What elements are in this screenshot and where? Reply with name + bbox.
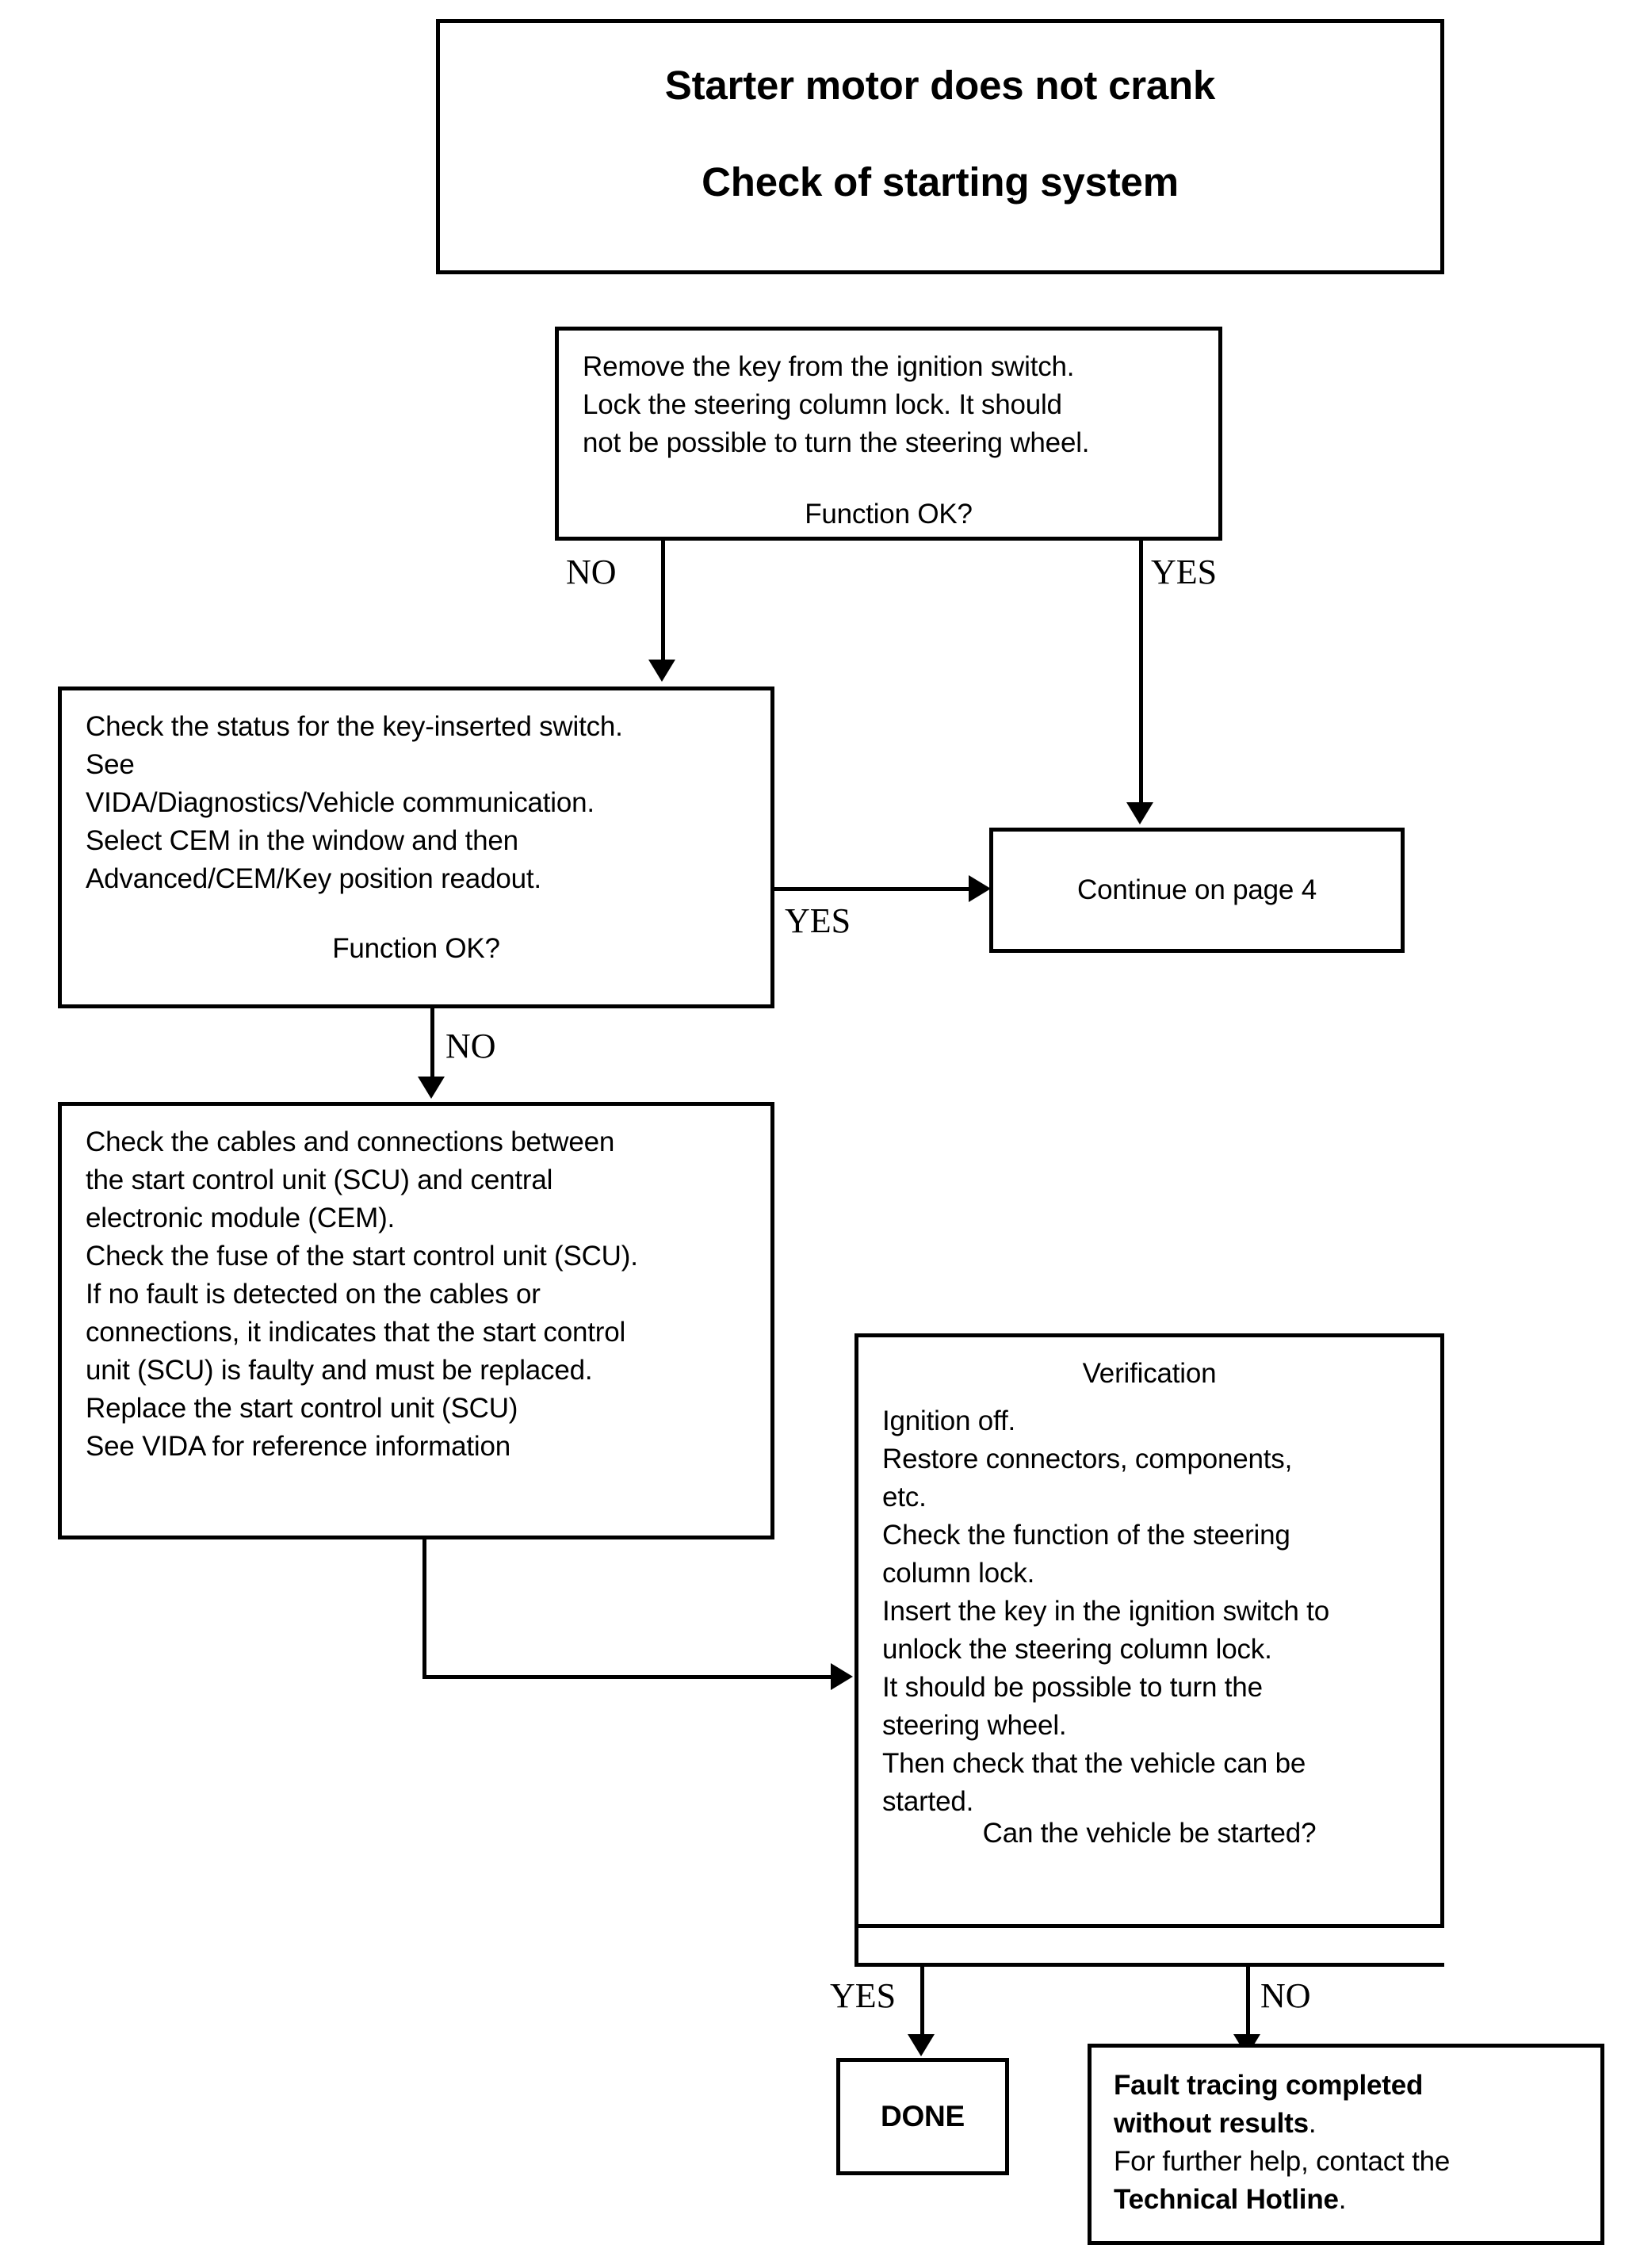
chart-title-box: Starter motor does not crank Check of st… (436, 19, 1444, 274)
edge-label-verification-yes: YES (830, 1976, 897, 2015)
node-verification-body: Ignition off. Restore connectors, compon… (882, 1406, 1329, 1817)
edge-remove-key-no-arrowhead (648, 660, 675, 682)
node-remove-key: Remove the key from the ignition switch.… (555, 327, 1222, 541)
edge-label-verification-no: NO (1260, 1976, 1311, 2015)
edge-check-status-yes-arrowhead (969, 875, 991, 902)
node-continue-on-page-4-label: Continue on page 4 (1077, 874, 1317, 905)
node-check-key-inserted-switch-question: Function OK? (332, 933, 500, 964)
edge-check-status-no-vertical (430, 1008, 434, 1078)
edge-verification-split-left-stub (854, 1928, 858, 1966)
edge-label-check-status-no: NO (445, 1027, 496, 1065)
edge-check-status-yes-horizontal (774, 887, 973, 891)
node-verification: Verification Ignition off. Restore conne… (854, 1333, 1444, 1928)
edge-check-cables-to-verification-arrowhead (831, 1663, 853, 1690)
fault-line2-tail: . (1308, 2108, 1317, 2139)
edge-verification-no-vertical (1246, 1963, 1250, 2050)
node-fault-tracing-completed: Fault tracing completed without results. F… (1088, 2044, 1604, 2245)
node-remove-key-body: Remove the key from the ignition switch.… (583, 351, 1090, 458)
edge-verification-split-horizontal (854, 1963, 1444, 1967)
page-title-line-1: Starter motor does not crank (664, 63, 1216, 108)
node-check-key-inserted-switch: Check the status for the key-inserted sw… (58, 687, 774, 1008)
edge-label-remove-key-no: NO (566, 553, 617, 591)
node-done: DONE (836, 2058, 1009, 2175)
node-remove-key-question: Function OK? (805, 499, 973, 530)
fault-line3: For further help, contact the (1114, 2146, 1451, 2177)
fault-line4-tail: . (1338, 2184, 1347, 2215)
node-check-cables-and-scu: Check the cables and connections between… (58, 1102, 774, 1539)
edge-label-remove-key-yes: YES (1151, 553, 1218, 591)
node-done-label: DONE (880, 2100, 965, 2132)
edge-check-cables-to-verification-vertical (422, 1539, 426, 1679)
edge-verification-yes-vertical (920, 1963, 924, 2050)
edge-remove-key-yes-arrowhead (1126, 802, 1153, 824)
fault-line4: Technical Hotline (1114, 2184, 1339, 2215)
edge-check-status-no-arrowhead (418, 1077, 445, 1099)
edge-remove-key-no-vertical (661, 541, 665, 661)
edge-verification-yes-arrowhead (908, 2034, 935, 2056)
node-fault-tracing-text: Fault tracing completed without results. F… (1114, 2067, 1588, 2219)
edge-label-check-status-yes: YES (785, 901, 851, 940)
fault-line2: without results (1114, 2108, 1309, 2139)
node-verification-heading: Verification (1082, 1358, 1217, 1389)
edge-remove-key-yes-vertical (1139, 541, 1143, 804)
edge-check-cables-to-verification-horizontal (422, 1675, 832, 1679)
page-title-line-2: Check of starting system (702, 159, 1179, 205)
fault-line1: Fault tracing completed (1114, 2070, 1424, 2101)
node-continue-on-page-4: Continue on page 4 (989, 828, 1405, 953)
node-check-key-inserted-switch-body: Check the status for the key-inserted sw… (86, 711, 623, 894)
node-verification-question: Can the vehicle be started? (982, 1818, 1317, 1849)
node-check-cables-and-scu-body: Check the cables and connections between… (86, 1126, 638, 1462)
